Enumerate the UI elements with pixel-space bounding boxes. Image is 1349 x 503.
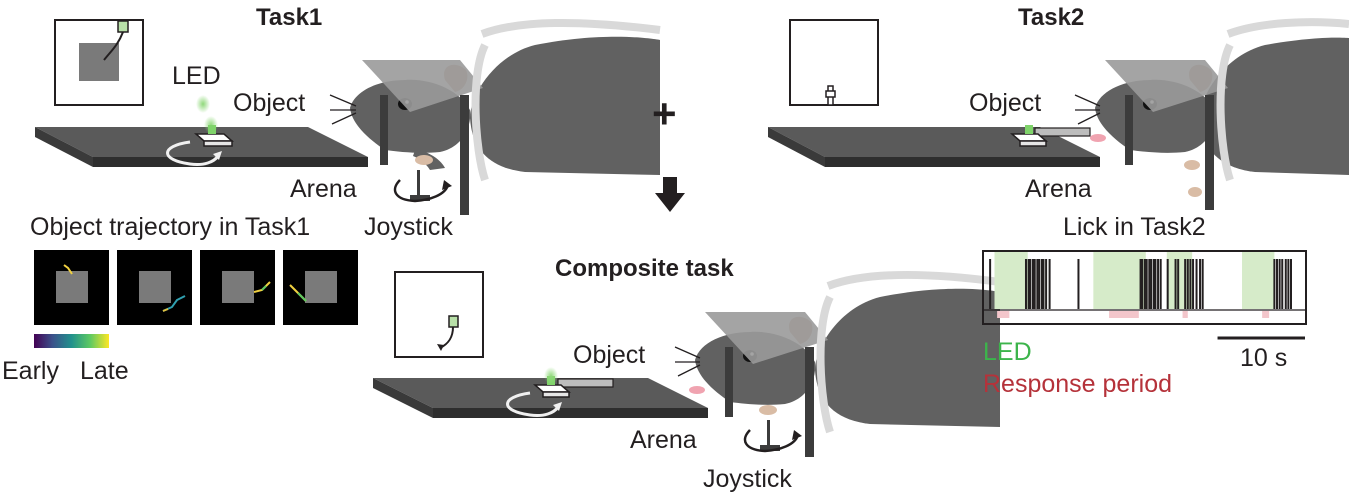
plus-sign: + <box>652 90 677 137</box>
led-period <box>994 252 1028 309</box>
task2-arena-label: Arena <box>1025 175 1092 203</box>
response-period <box>1182 311 1188 318</box>
composite-top-view <box>394 271 484 358</box>
trajectory-panel <box>117 250 192 325</box>
composite-object <box>533 367 614 398</box>
led-period <box>1242 252 1275 309</box>
trajectory-panel <box>200 250 275 325</box>
task1-title: Task1 <box>256 4 323 31</box>
task1-rotation-arrow <box>166 140 220 166</box>
time-colorbar <box>34 334 109 348</box>
trajectory-panel <box>283 250 358 325</box>
composite-title: Composite task <box>555 255 734 282</box>
task2-object-label: Object <box>969 89 1042 117</box>
task1-top-view <box>54 19 144 106</box>
task2-title: Task2 <box>1018 4 1085 31</box>
task1-led-label: LED <box>172 62 221 90</box>
task2-object <box>1010 125 1091 147</box>
composite-arena-label: Arena <box>630 426 697 454</box>
legend-response-period: Response period <box>983 370 1173 398</box>
composite-object-label: Object <box>573 341 646 369</box>
trajectory-panel <box>34 250 109 325</box>
led-period <box>1093 252 1146 309</box>
lick-title: Lick in Task2 <box>1063 213 1206 241</box>
composite-arena <box>373 378 708 418</box>
task1-joystick-label: Joystick <box>364 213 453 241</box>
response-period <box>1109 311 1139 318</box>
scale-bar-label: 10 s <box>1240 344 1288 372</box>
combine-arrow <box>655 177 685 212</box>
task1-arena <box>35 127 368 167</box>
task2-top-view <box>789 19 879 106</box>
task1-object-label: Object <box>233 89 306 117</box>
response-period <box>997 311 1010 318</box>
task1-arena-label: Arena <box>290 175 357 203</box>
task2-mouse <box>1074 18 1349 210</box>
colorbar-start-label: Early <box>2 357 59 385</box>
legend-led: LED <box>983 338 1032 366</box>
colorbar-end-label: Late <box>80 357 129 385</box>
response-period <box>1262 311 1270 318</box>
trajectory-title: Object trajectory in Task1 <box>30 213 311 241</box>
composite-rotation-arrow <box>506 391 560 417</box>
composite-joystick-label: Joystick <box>703 465 792 493</box>
lick-raster <box>982 250 1307 340</box>
trajectory-panels <box>34 250 358 325</box>
composite-mouse <box>674 270 1001 457</box>
task1-object <box>194 125 234 147</box>
task1-mouse <box>329 18 661 215</box>
